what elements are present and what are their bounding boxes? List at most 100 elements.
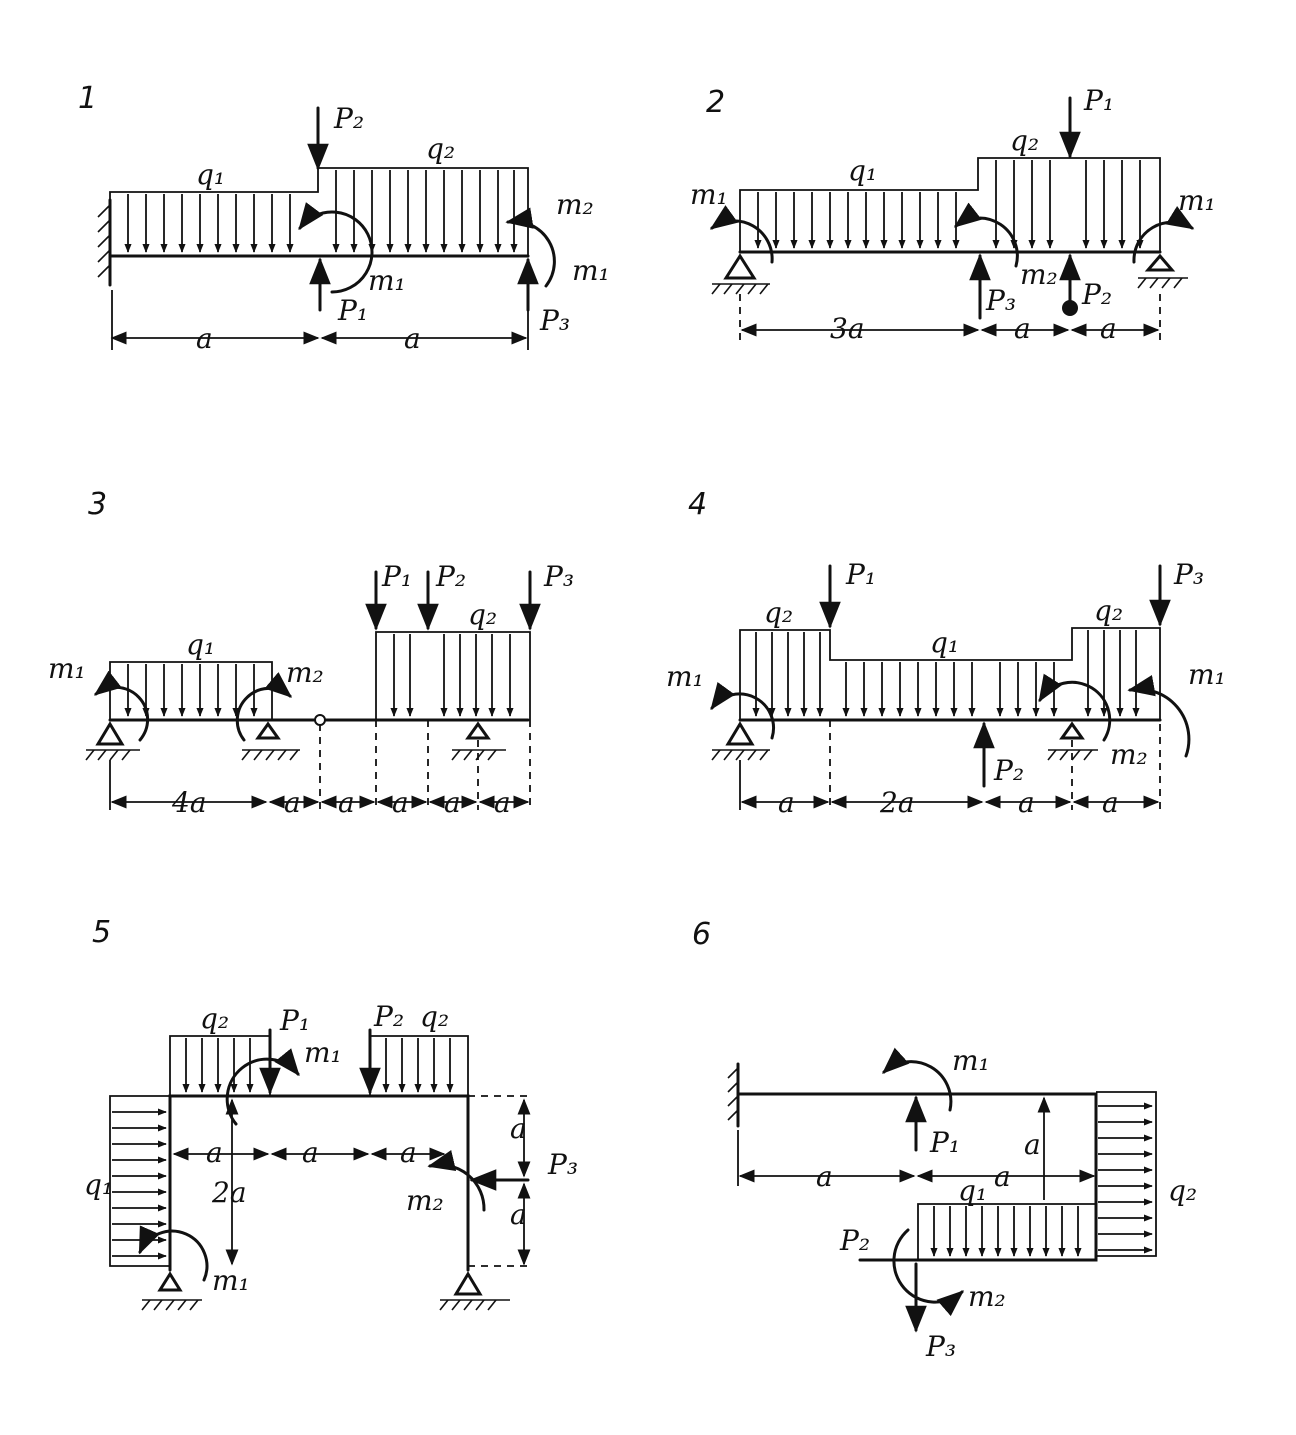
- pin-support: [725, 721, 755, 746]
- label-P3: P₃: [1173, 558, 1204, 591]
- label-m2: m₂: [1110, 738, 1148, 771]
- label-dim-4a: 4a: [171, 786, 207, 819]
- pin-support: [453, 1271, 483, 1296]
- diagram-1-number: 1: [78, 81, 97, 116]
- label-m1: m₁: [1188, 658, 1226, 691]
- label-dim-a: a: [302, 1136, 319, 1169]
- label-dim-a: a: [778, 786, 795, 819]
- moment-m1-arc: [1132, 206, 1195, 264]
- label-dim-a: a: [444, 786, 461, 819]
- q2-load-arrows: [1098, 1102, 1153, 1254]
- q2-load-arrows: [390, 634, 514, 717]
- q2-load-arrows: [382, 1038, 454, 1093]
- label-dim-a: a: [196, 322, 213, 355]
- q2-outline: [369, 1035, 469, 1096]
- label-dim-a: a: [816, 1160, 833, 1193]
- label-m1: m₁: [48, 652, 86, 685]
- label-P3: P₃: [543, 560, 574, 593]
- label-dim-a: a: [1018, 786, 1035, 819]
- q1-load-arrows: [754, 192, 960, 249]
- label-m1: m₁: [666, 660, 704, 693]
- q2-outline: [1096, 1091, 1157, 1257]
- ground-hatch: [439, 1299, 510, 1311]
- ground-hatch: [85, 749, 140, 761]
- label-q1: q₁: [958, 1174, 987, 1207]
- diagram-3-number: 3: [88, 487, 107, 522]
- label-P2: P₂: [373, 1000, 404, 1033]
- label-P2: P₂: [993, 754, 1024, 787]
- roller-support: [1059, 721, 1085, 740]
- ground-hatch: [711, 749, 770, 761]
- frame: [168, 1094, 470, 1272]
- ground-hatch: [241, 749, 300, 761]
- roller-support: [157, 1271, 183, 1292]
- label-q1: q₁: [196, 158, 225, 191]
- label-m1: m₁: [952, 1044, 990, 1077]
- label-dim-a: a: [510, 1112, 527, 1145]
- moment-m1-arc: [298, 202, 374, 294]
- moment-m2-arc: [235, 672, 293, 742]
- label-P1: P₁: [381, 560, 412, 593]
- label-P3: P₃: [985, 284, 1016, 317]
- pin-support: [95, 721, 125, 746]
- label-dim-3a: 3a: [830, 312, 865, 345]
- roller-support: [1144, 253, 1176, 272]
- diagram-4: 4: [666, 487, 1226, 819]
- label-q2: q₂: [764, 596, 793, 629]
- moment-m1-arc: [225, 1048, 300, 1126]
- q2-load-arrows: [182, 1038, 254, 1093]
- label-dim-a: a: [1100, 312, 1117, 345]
- diagram-3: 3: [48, 487, 574, 819]
- label-dim-a: a: [392, 786, 409, 819]
- label-dim-a: a: [494, 786, 511, 819]
- moment-m2-arc: [953, 202, 1019, 268]
- label-P1: P₁: [929, 1126, 960, 1159]
- diagram-2-number: 2: [706, 85, 725, 120]
- label-q2: q₂: [426, 132, 455, 165]
- label-dim-a: a: [994, 1160, 1011, 1193]
- label-dim-a: a: [404, 322, 421, 355]
- label-q1: q₁: [186, 628, 215, 661]
- hinge: [314, 714, 326, 726]
- label-q1: q₁: [84, 1168, 113, 1201]
- label-P1: P₁: [279, 1004, 310, 1037]
- label-P3: P₃: [539, 304, 570, 337]
- roller-support: [255, 721, 281, 740]
- label-dim-a: a: [338, 786, 355, 819]
- ground-hatch: [451, 749, 506, 761]
- ground-hatch: [711, 283, 770, 295]
- label-dim-a: a: [400, 1136, 417, 1169]
- label-m1: m₁: [572, 254, 610, 287]
- label-P3: P₃: [547, 1148, 578, 1181]
- wall-hatch: [97, 204, 111, 278]
- moment-m2-arc: [1038, 673, 1112, 742]
- diagram-6: 6: [692, 917, 1197, 1363]
- label-q2: q₂: [468, 598, 497, 631]
- label-P1: P₁: [337, 294, 368, 327]
- label-dim-2a: 2a: [879, 786, 915, 819]
- label-dim-a: a: [510, 1198, 527, 1231]
- pin-support: [723, 253, 757, 280]
- label-P3: P₃: [925, 1330, 956, 1363]
- label-m1: m₁: [368, 264, 406, 297]
- label-P1: P₁: [1083, 84, 1114, 117]
- label-P2: P₂: [333, 102, 364, 135]
- label-m1: m₁: [304, 1036, 342, 1069]
- diagram-4-number: 4: [688, 487, 707, 522]
- q1-outline: [109, 661, 273, 720]
- ground-hatch: [1137, 277, 1188, 289]
- q1-outline: [917, 1203, 1096, 1260]
- label-q1: q₁: [930, 626, 959, 659]
- moment-m2-arc: [427, 1149, 486, 1212]
- label-q1: q₁: [848, 154, 877, 187]
- q1-load-arrows: [124, 194, 294, 253]
- moment-m1-arc: [1127, 675, 1191, 758]
- load-outline: [739, 627, 1161, 720]
- label-m2: m₂: [1020, 258, 1058, 291]
- force-P2-dot: [1062, 300, 1078, 316]
- load-arrows: [752, 630, 1140, 717]
- q1-load-arrows: [124, 664, 258, 717]
- label-m1: m₁: [1178, 184, 1216, 217]
- diagram-5-number: 5: [92, 915, 111, 950]
